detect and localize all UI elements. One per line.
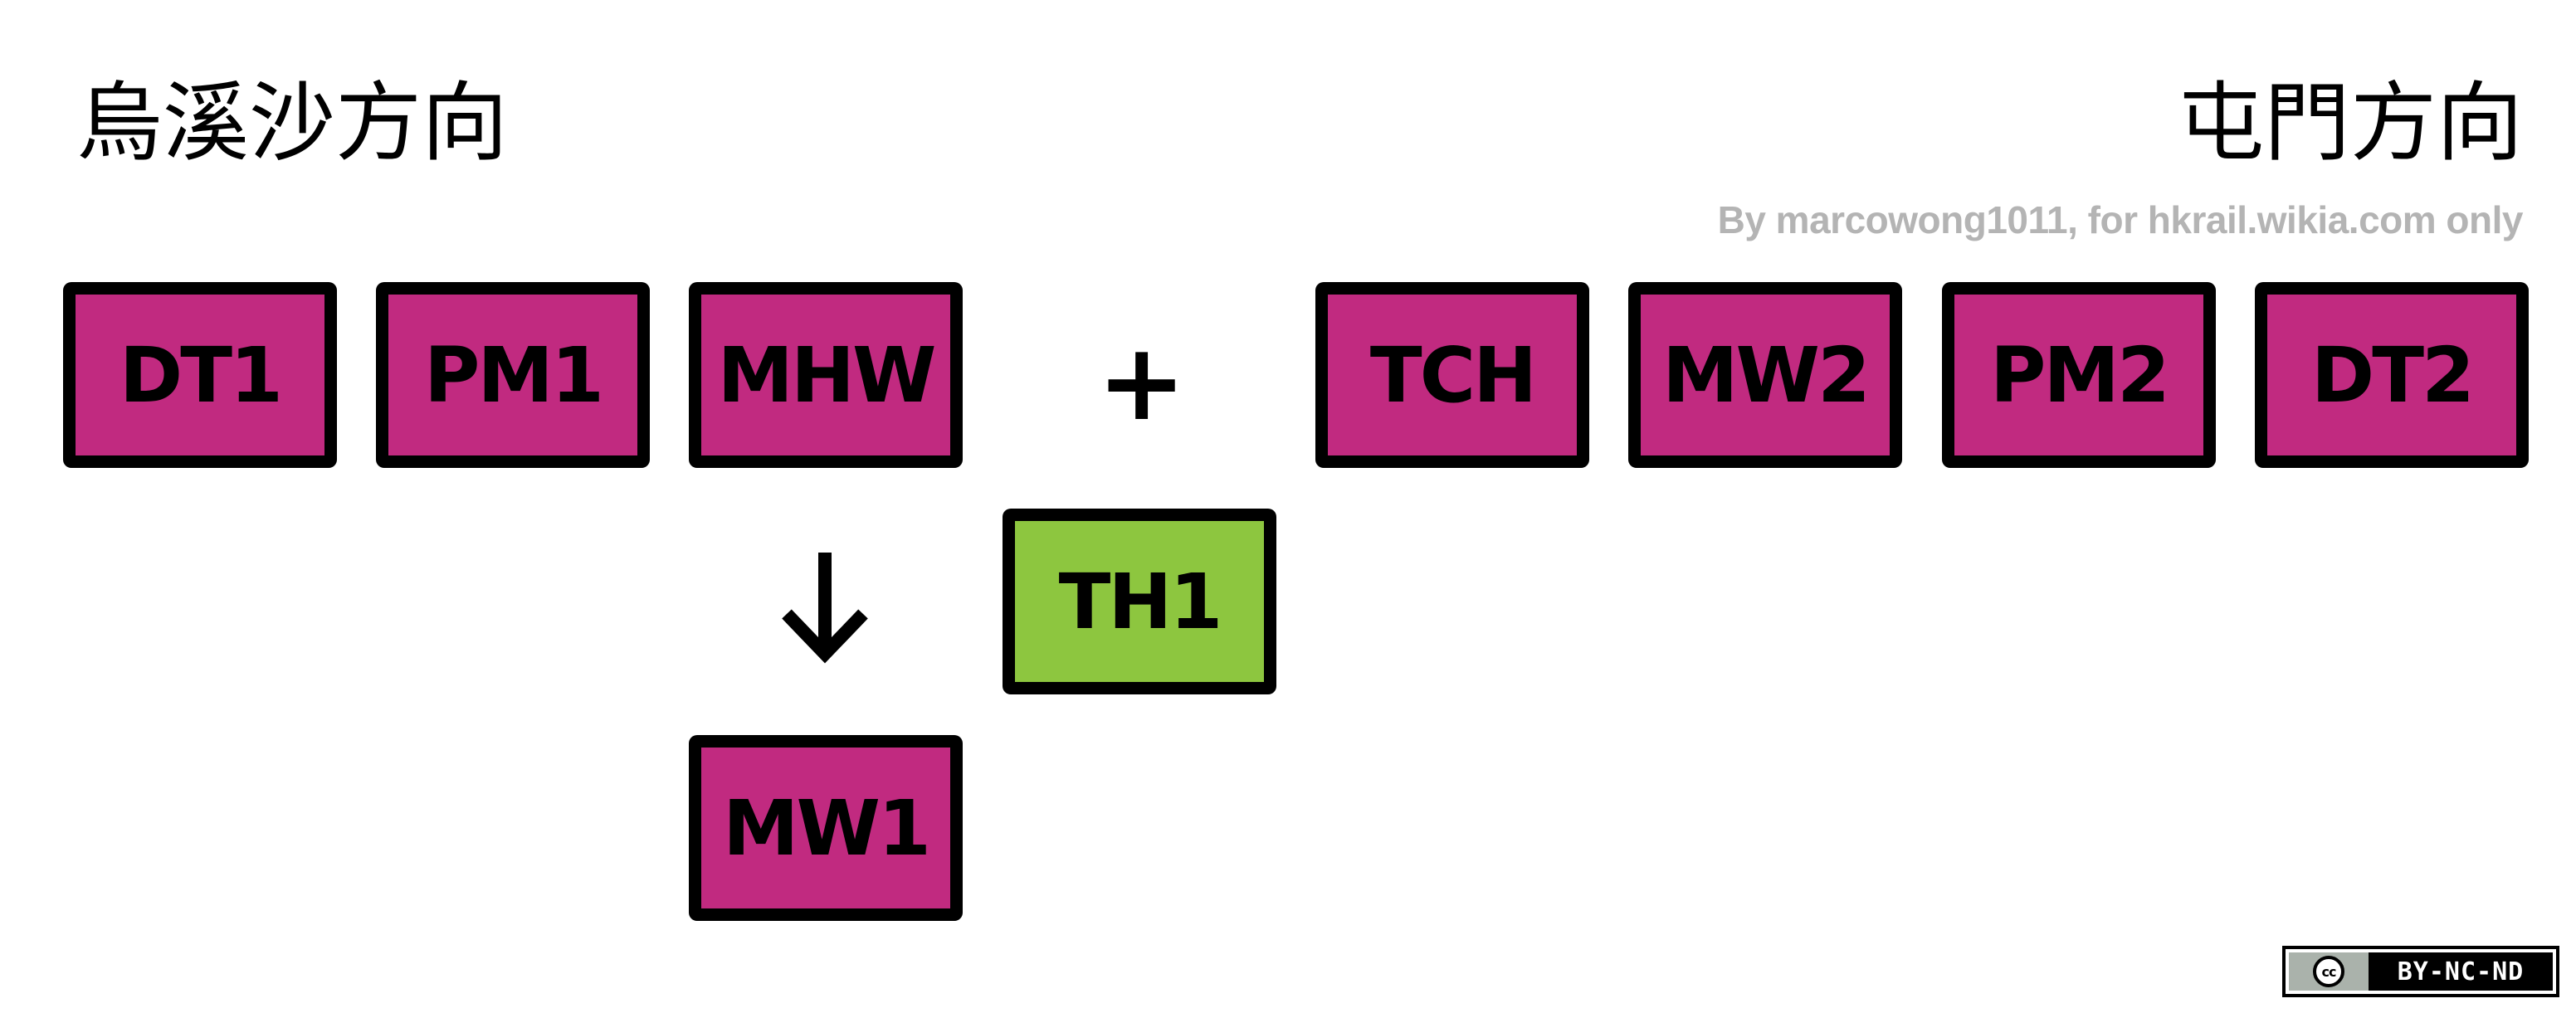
direction-heading-left: 烏溪沙方向 — [76, 72, 509, 173]
car-mhw: MHW — [689, 282, 963, 468]
down-arrow-icon — [782, 553, 868, 664]
plus-symbol: + — [1097, 321, 1187, 445]
cc-license-badge: cc BY-NC-ND — [2282, 946, 2559, 997]
car-dt2: DT2 — [2255, 282, 2529, 468]
direction-heading-right: 屯門方向 — [2177, 72, 2523, 173]
car-tch: TCH — [1315, 282, 1589, 468]
license-terms: BY-NC-ND — [2397, 957, 2525, 986]
car-pm2: PM2 — [1942, 282, 2216, 468]
car-dt1: DT1 — [63, 282, 337, 468]
car-pm1: PM1 — [376, 282, 650, 468]
author-credit: By marcowong1011, for hkrail.wikia.com o… — [1717, 198, 2524, 241]
car-mw1: MW1 — [689, 735, 963, 921]
cc-circle: cc — [2313, 956, 2344, 987]
car-th1: TH1 — [1003, 509, 1276, 694]
car-mw2: MW2 — [1628, 282, 1902, 468]
cc-logo-icon: cc — [2289, 952, 2369, 991]
